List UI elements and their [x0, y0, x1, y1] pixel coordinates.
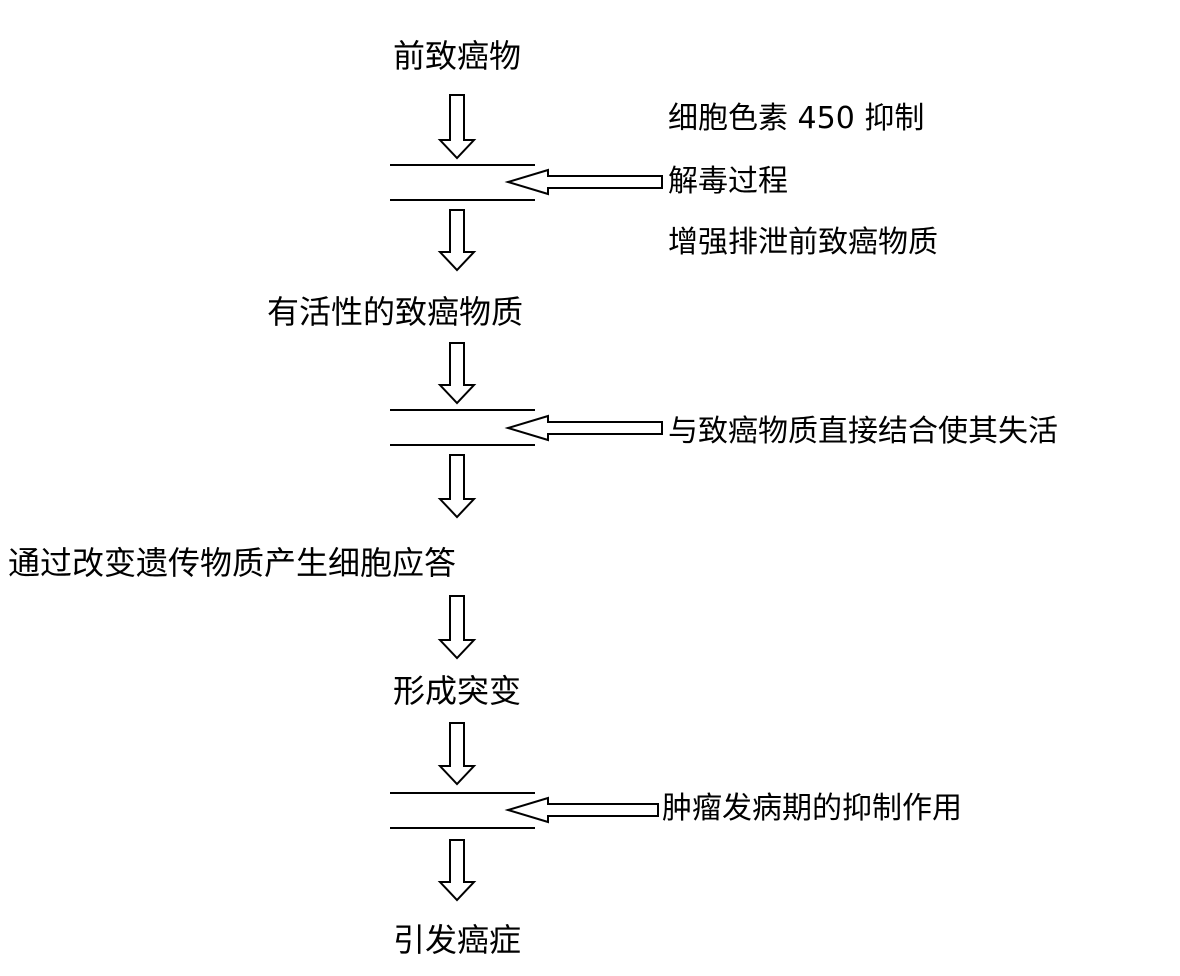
down-arrow-7: [437, 839, 477, 902]
down-arrow-6: [437, 722, 477, 786]
stage-mutation: 形成突变: [392, 672, 522, 710]
intervention-1-note-below: 增强排泄前致癌物质: [668, 225, 938, 260]
left-arrow-2: [504, 414, 663, 442]
intervention-2-label: 与致癌物质直接结合使其失活: [668, 414, 1058, 449]
down-arrow-3: [437, 342, 477, 405]
down-arrow-1: [437, 94, 477, 160]
left-arrow-1: [504, 168, 663, 196]
intervention-3-label: 肿瘤发病期的抑制作用: [662, 791, 962, 826]
stage-active-carcinogen: 有活性的致癌物质: [266, 293, 524, 331]
stage-cell-response: 通过改变遗传物质产生细胞应答: [8, 544, 457, 582]
down-arrow-5: [437, 595, 477, 660]
down-arrow-4: [437, 454, 477, 519]
stage-procarcinogen: 前致癌物: [392, 37, 522, 75]
intervention-1-note-above: 细胞色素 450 抑制: [668, 101, 925, 136]
intervention-1-label: 解毒过程: [668, 164, 788, 199]
left-arrow-3: [504, 796, 659, 824]
down-arrow-2: [437, 209, 477, 272]
stage-cancer: 引发癌症: [392, 921, 522, 959]
